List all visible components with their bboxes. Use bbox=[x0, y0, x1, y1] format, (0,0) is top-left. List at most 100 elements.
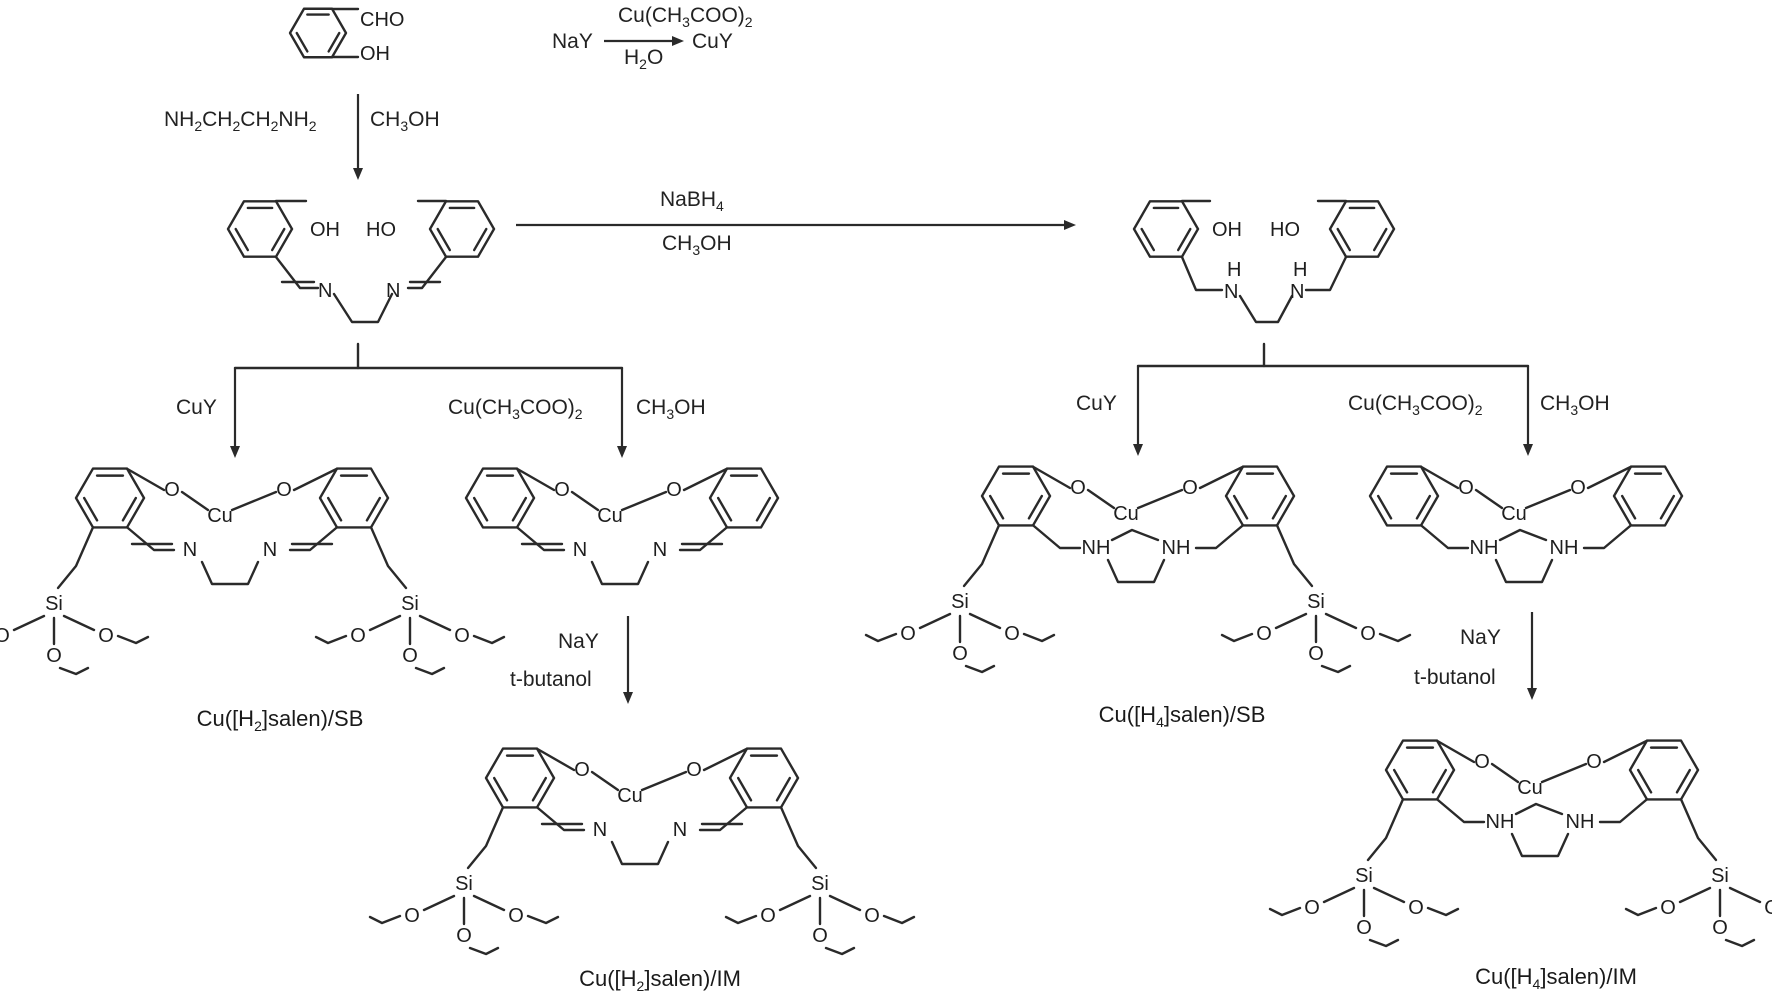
right-acetate-arrow-head bbox=[1523, 444, 1533, 456]
cu-h2salen-im-silyl-right-o2: O bbox=[864, 905, 880, 927]
cu-h4salen-sb-tether bbox=[962, 524, 1001, 588]
cu-acetate-label: Cu(CH3COO)2 bbox=[618, 4, 753, 30]
ethylenediamine-label-part: 2 bbox=[271, 118, 279, 134]
cu-h2salen-sb-tether bbox=[369, 526, 408, 590]
cu-h2salen-im-silyl-right-bond bbox=[778, 894, 812, 912]
cu-h4salen-sb-silyl-left-bond bbox=[968, 612, 1002, 630]
bond-lines bbox=[12, 7, 1762, 956]
left-encap-nay-label: NaY bbox=[558, 630, 599, 653]
salicylaldehyde-ring-double-bond bbox=[295, 31, 309, 53]
cu-h4salen-free-cu: Cu bbox=[1501, 503, 1527, 525]
cu-h2salen-im-silyl-right-si: Si bbox=[811, 873, 829, 895]
h2salen-ethylene bbox=[332, 292, 394, 324]
cu-h2salen-sb-ring-left-double-bond bbox=[82, 496, 99, 522]
cu-h4salen-im-tether bbox=[1366, 798, 1405, 862]
cu-h4salen-sb-silyl-right-methyl bbox=[1378, 632, 1412, 643]
cu-h4salen-sb-o-left: O bbox=[1070, 477, 1086, 499]
cu-h4salen-free-bond bbox=[1524, 488, 1572, 510]
left-methanol-label-part: 3 bbox=[666, 406, 674, 422]
cu-h2salen-free-bond bbox=[682, 467, 729, 492]
reaction-arrows bbox=[230, 36, 1537, 704]
water-label-part: 2 bbox=[639, 56, 647, 72]
cu-h4salen-sb-silyl-left-si: Si bbox=[951, 591, 969, 613]
h4salen-h-left: H bbox=[1227, 259, 1241, 281]
cuy-product-label: CuY bbox=[692, 30, 733, 53]
cu-h4salen-im-silyl-left-o2: O bbox=[1408, 897, 1424, 919]
cu-h2salen-im-silyl-right-o1: O bbox=[760, 905, 776, 927]
cu-h2salen-im-tether bbox=[466, 806, 505, 870]
cu-h4salen-sb-bond bbox=[1031, 524, 1082, 550]
cu-h4salen-im-silyl-right-o1: O bbox=[1660, 897, 1676, 919]
salicylaldehyde-ring bbox=[288, 7, 348, 59]
cu-h2salen-im-silyl-right-o3: O bbox=[812, 925, 828, 947]
cu-h4salen-sb-silyl-right-methyl bbox=[1320, 664, 1352, 674]
cu-h4salen-im-silyl-right-methyl bbox=[1724, 938, 1756, 948]
cu-h4salen-im-silyl-left-bond bbox=[1322, 886, 1356, 904]
cu-h2salen-im-n-right: N bbox=[673, 819, 687, 841]
cu-h4salen-free-o-right: O bbox=[1570, 477, 1586, 499]
cu-h2salen-sb-silyl-right-bond bbox=[368, 614, 402, 632]
cu-h2salen-im-silyl-left-bond bbox=[472, 894, 506, 912]
right-cu-acetate-label: Cu(CH3COO)2 bbox=[1348, 392, 1483, 418]
cu-h2salen-im-silyl-left-methyl bbox=[526, 914, 560, 925]
cu-h4salen-free-bond bbox=[1419, 465, 1460, 490]
cu-h4salen-free-ring-left bbox=[1368, 465, 1440, 527]
cu-h4salen-im-ethylene-inner bbox=[1514, 802, 1564, 816]
cu-h2salen-sb-bond bbox=[230, 490, 278, 512]
methanol-label-part: CH bbox=[370, 108, 400, 131]
cu-h2salen-im-o-right: O bbox=[686, 759, 702, 781]
h4salen-ring-left-double-bond bbox=[1176, 227, 1192, 252]
cu-h2salen-sb-ring-left-double-bond bbox=[121, 496, 138, 522]
h4salen-ring-left bbox=[1132, 200, 1200, 258]
cu-h2salen-sb-tether bbox=[56, 526, 95, 590]
caption-cu-h2salen-im: Cu([H2]salen)/IM bbox=[579, 966, 741, 994]
cu-h2salen-im-ring-right-double-bond bbox=[775, 776, 792, 802]
cu-h4salen-im-silyl-left-o1: O bbox=[1304, 897, 1320, 919]
cu-h4salen-im-ring-right-double-bond bbox=[1675, 768, 1692, 794]
cu-h4salen-sb-silyl-right-o1: O bbox=[1256, 623, 1272, 645]
cu-h2salen-im-silyl-right-bond bbox=[828, 894, 862, 912]
cu-h2salen-sb-bond bbox=[125, 526, 176, 552]
cu-h2salen-free-ring-right-double-bond bbox=[755, 496, 772, 522]
right-cu-acetate-label-part: 2 bbox=[1475, 402, 1483, 418]
h4salen-n-right: N bbox=[1290, 281, 1304, 303]
cu-h4salen-im-ring-right-double-bond bbox=[1636, 768, 1653, 794]
cu-h4salen-sb-ring-right bbox=[1224, 465, 1296, 527]
water-label-part: H bbox=[624, 46, 639, 69]
condensation-arrow-head bbox=[353, 168, 363, 180]
cu-h4salen-sb-silyl-right-o2: O bbox=[1360, 623, 1376, 645]
ethylenediamine-label-part: NH bbox=[278, 108, 308, 131]
h4salen-oh-left: OH bbox=[1212, 219, 1242, 241]
cu-h2salen-sb-ring-right-double-bond bbox=[365, 496, 382, 522]
right-methanol-label: CH3OH bbox=[1540, 392, 1610, 418]
caption-cu-h4salen-sb-part: Cu([H bbox=[1099, 702, 1156, 727]
cu-h4salen-free-ethylene bbox=[1494, 558, 1554, 584]
cu-h4salen-im-tether bbox=[1679, 798, 1718, 862]
ethylenediamine-label: NH2CH2CH2NH2 bbox=[164, 108, 317, 134]
methanol-label-part: 3 bbox=[400, 118, 408, 134]
h4salen-ring-right-double-bond bbox=[1372, 227, 1388, 252]
cu-acetate-label-part: 2 bbox=[745, 14, 753, 30]
cu-h4salen-sb-bond bbox=[1194, 524, 1245, 550]
left-cuy-label: CuY bbox=[176, 396, 217, 419]
caption-cu-h4salen-im-part: Cu([H bbox=[1475, 964, 1532, 989]
cu-h2salen-im-silyl-left-methyl bbox=[368, 914, 402, 925]
nay-label: NaY bbox=[552, 30, 593, 53]
cu-h4salen-sb-silyl-right-methyl bbox=[1220, 632, 1254, 643]
cu-h4salen-im-ring-left bbox=[1384, 739, 1456, 801]
ethylenediamine-label-part: CH bbox=[240, 108, 270, 131]
cu-h4salen-sb-silyl-left-methyl bbox=[1022, 632, 1056, 643]
cu-h4salen-im-silyl-left-si: Si bbox=[1355, 865, 1373, 887]
cu-h4salen-im-o-left: O bbox=[1474, 751, 1490, 773]
cu-h4salen-sb-silyl-left-bond bbox=[918, 612, 952, 630]
cu-h2salen-sb-silyl-right-methyl bbox=[414, 666, 446, 676]
h2salen-ring-right-double-bond bbox=[472, 227, 488, 252]
cu-h4salen-sb-ring-left bbox=[980, 465, 1052, 527]
caption-cu-h4salen-sb-part: 4 bbox=[1156, 714, 1164, 730]
reduction-methanol-label-part: CH bbox=[662, 232, 692, 255]
cu-h4salen-sb-bond bbox=[1031, 465, 1072, 490]
cu-h2salen-im-silyl-left-bond bbox=[422, 894, 456, 912]
cu-h4salen-sb-ring-left-double-bond bbox=[988, 494, 1005, 520]
left-acetate-arrow-head bbox=[617, 446, 627, 458]
cu-h4salen-free-bond bbox=[1419, 524, 1470, 550]
